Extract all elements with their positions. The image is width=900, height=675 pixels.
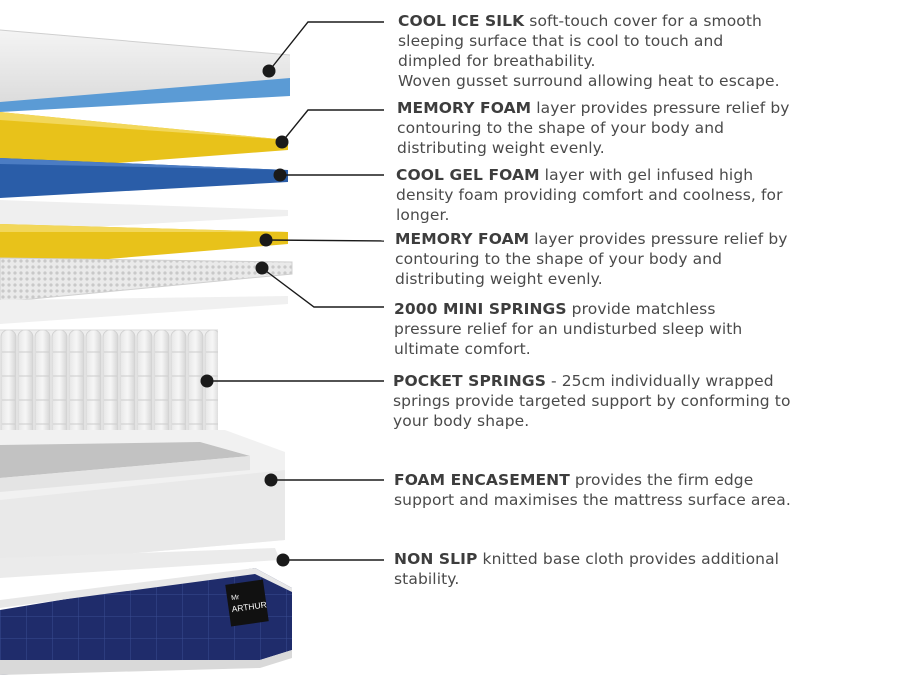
brand-label-name: ARTHUR (231, 599, 267, 614)
leader-dot (276, 553, 290, 567)
callout-text: soft-touch cover for a smooth (524, 12, 762, 30)
callout-title: 2000 MINI SPRINGS (394, 300, 567, 318)
callout-memory-foam-layer: MEMORY FOAM layer provides pressure reli… (395, 229, 788, 289)
callout-line: longer. (396, 206, 450, 224)
callout-line: MEMORY FOAM layer provides pressure reli… (397, 98, 790, 118)
leader-line (281, 109, 384, 143)
leader-dot (262, 64, 276, 78)
callout-line: support and maximises the mattress surfa… (394, 491, 791, 509)
callout-cool-gel-foam-layer: COOL GEL FOAM layer with gel infused hig… (396, 165, 783, 225)
callout-line: ultimate comfort. (394, 340, 531, 358)
callout-text: provide matchless (566, 300, 716, 318)
callout-text: - 25cm individually wrapped (545, 372, 774, 390)
callout-title: MEMORY FOAM (397, 99, 532, 117)
callout-title: FOAM ENCASEMENT (394, 471, 570, 489)
callout-title: NON SLIP (394, 550, 478, 568)
spacer-layer (0, 200, 288, 232)
leader-line (261, 267, 384, 308)
callout-line: Woven gusset surround allowing heat to e… (398, 72, 780, 90)
callout-title: MEMORY FOAM (395, 230, 530, 248)
callout-title: COOL ICE SILK (398, 12, 525, 30)
callout-cool-ice-silk-layer: COOL ICE SILK soft-touch cover for a smo… (398, 11, 780, 91)
callout-line: sleeping surface that is cool to touch a… (398, 32, 724, 50)
callout-line: NON SLIP knitted base cloth provides add… (394, 549, 779, 569)
callout-line: COOL GEL FOAM layer with gel infused hig… (396, 165, 783, 185)
callout-line: POCKET SPRINGS - 25cm individually wrapp… (393, 371, 791, 391)
callout-text: layer provides pressure relief by (531, 99, 790, 117)
leader-lines (200, 21, 385, 567)
pocket-springs-layer (0, 329, 218, 440)
callout-line: 2000 MINI SPRINGS provide matchless (394, 299, 742, 319)
mini-springs-layer (0, 257, 293, 303)
leader-line (268, 21, 384, 72)
leader-dot (200, 374, 214, 388)
callout-non-slip-base-layer: NON SLIP knitted base cloth provides add… (394, 549, 779, 589)
callout-title: POCKET SPRINGS (393, 372, 546, 390)
callout-pocket-springs-layer: POCKET SPRINGS - 25cm individually wrapp… (393, 371, 791, 431)
callout-line: pressure relief for an undisturbed sleep… (394, 320, 743, 338)
non-slip-base-layer (0, 548, 292, 675)
callout-title: COOL GEL FOAM (396, 166, 540, 184)
leader-line (265, 239, 385, 242)
cool-gel-foam-layer (0, 158, 288, 198)
brand-label-small: Mr (231, 594, 241, 602)
callout-line: distributing weight evenly. (395, 270, 603, 288)
leader-dot (273, 168, 287, 182)
cool-ice-silk-layer (0, 29, 291, 112)
leader-dot (275, 135, 289, 149)
callout-memory-foam-layer: MEMORY FOAM layer provides pressure reli… (397, 98, 790, 158)
callout-line: contouring to the shape of your body and (397, 119, 725, 137)
callout-line: stability. (394, 570, 460, 588)
callout-line: density foam providing comfort and cooln… (396, 186, 783, 204)
spacer-layer-2 (0, 296, 288, 324)
leader-dot (259, 233, 273, 247)
callout-line: dimpled for breathability. (398, 52, 596, 70)
memory-foam-layer-2 (0, 224, 288, 268)
callout-text: layer provides pressure relief by (529, 230, 788, 248)
brand-label: Mr ARTHUR (225, 579, 269, 627)
callout-line: FOAM ENCASEMENT provides the firm edge (394, 470, 791, 490)
callout-line: springs provide targeted support by conf… (393, 392, 791, 410)
callout-line: contouring to the shape of your body and (395, 250, 723, 268)
callout-text: knitted base cloth provides additional (477, 550, 780, 568)
memory-foam-layer (0, 112, 288, 172)
callout-text: layer with gel infused high (539, 166, 754, 184)
foam-encasement-layer (0, 430, 285, 565)
callout-line: your body shape. (393, 412, 530, 430)
callout-line: MEMORY FOAM layer provides pressure reli… (395, 229, 788, 249)
callout-line: distributing weight evenly. (397, 139, 605, 157)
callout-text: provides the firm edge (569, 471, 754, 489)
callout-line: COOL ICE SILK soft-touch cover for a smo… (398, 11, 780, 31)
leader-dot (264, 473, 278, 487)
leader-dot (255, 261, 269, 275)
